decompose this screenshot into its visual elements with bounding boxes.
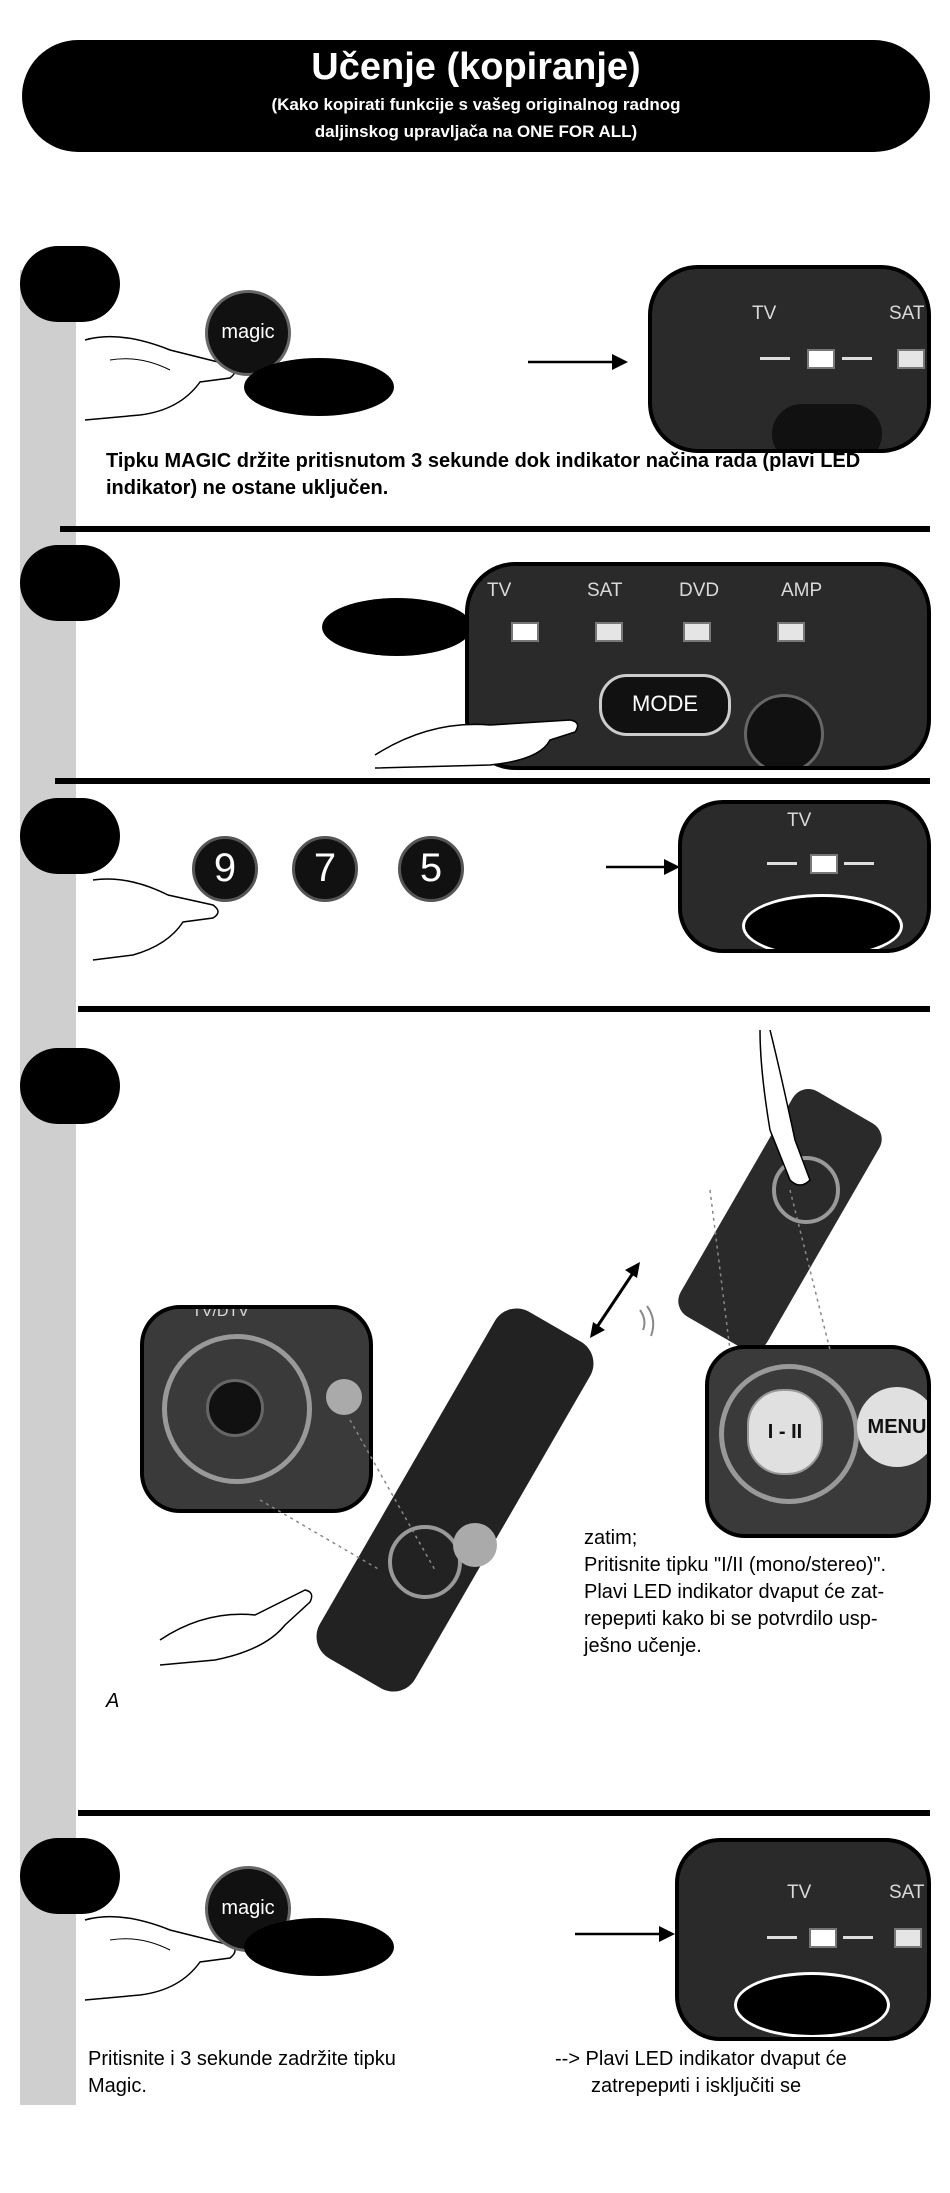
header-banner: Učenje (kopiranje) (Kako kopirati funkci… (22, 40, 930, 152)
led-indicator-lit (809, 1928, 837, 1948)
step5-remote-zoom: TV SAT (675, 1838, 931, 2041)
zoom-left: TV/DTV (140, 1305, 373, 1513)
remote-label-tv: TV (752, 303, 777, 324)
magic-button: magic (205, 290, 291, 376)
remote-label-sat: SAT (889, 1882, 925, 1903)
step1-callout-oval (244, 358, 394, 416)
led-indicator-lit (807, 349, 835, 369)
step4-text-line1: zatim; (584, 1527, 638, 1549)
led-indicator (897, 349, 925, 369)
zoom-connector-lines (259, 1189, 831, 1571)
arrow-right-icon (528, 354, 628, 370)
step-2-badge (20, 545, 120, 621)
tv-dtv-label: TV/DTV (192, 1305, 249, 1320)
step5-callout-oval (244, 1918, 394, 1976)
remote-label-tv: TV (787, 1882, 812, 1903)
step4-text-line2: Pritisnite tipku "I/II (mono/stereo)". (584, 1554, 887, 1576)
magic-button-label: magic (221, 321, 275, 343)
original-remote-illustration (678, 1030, 882, 1351)
menu-button: MENU (857, 1387, 927, 1467)
divider (60, 526, 930, 532)
number-key-7: 7 (292, 836, 358, 902)
remote-label-dvd: DVD (679, 580, 720, 601)
mode-button: MODE (599, 674, 731, 736)
step1-remote-zoom: TV SAT (648, 265, 931, 453)
arrow-right-icon (606, 859, 680, 875)
number-key-5: 5 (398, 836, 464, 902)
led-indicator-lit (810, 854, 838, 874)
remote-label-amp: AMP (781, 580, 823, 601)
led-dvd (683, 622, 711, 642)
divider (55, 778, 930, 784)
magic-button-label: magic (221, 1897, 275, 1919)
step5-callout-oval-2 (734, 1972, 890, 2037)
divider (78, 1006, 930, 1012)
step4-text-line3: Plavi LED indikator dvaput će zat- (584, 1581, 885, 1603)
mono-stereo-button: I - II (747, 1389, 823, 1475)
page-title: Učenje (kopiranje) (311, 46, 641, 88)
step5-left-text: Pritisnite i 3 sekunde zadržite tipku Ma… (88, 2046, 508, 2100)
one-for-all-remote-illustration (316, 1308, 594, 1692)
step4-text-line4: repериti kako bi se potvrdilo usp- (584, 1608, 878, 1630)
tv-dtv-button (206, 1379, 264, 1437)
step-1-badge (20, 246, 120, 322)
hand-press-mode-illustration (374, 719, 579, 769)
hand-press-illustration (92, 878, 219, 961)
hand-press-illustration (84, 1915, 236, 2001)
mode-button-label: MODE (632, 691, 698, 716)
step3-callout-oval (742, 894, 903, 949)
step4-text: zatim; Pritisnite tipku "I/II (mono/ster… (584, 1525, 924, 1660)
page-subtitle-line1: (Kako kopirati funkcije s vašeg original… (271, 95, 681, 114)
power-button (744, 694, 824, 766)
step-4-badge (20, 1048, 120, 1124)
zoom-right: I - II MENU (705, 1345, 931, 1538)
remote-label-tv: TV (487, 580, 512, 601)
step-3-badge (20, 798, 120, 874)
step2-callout-oval (322, 598, 472, 656)
arrow-right-icon (575, 1926, 675, 1942)
led-amp (777, 622, 805, 642)
led-tv (511, 622, 539, 642)
divider (78, 1810, 930, 1816)
step4-text-line5: ješno učenje. (584, 1635, 702, 1657)
step-5-badge (20, 1838, 120, 1914)
step5-left-line1: Pritisnite i 3 sekunde zadržite tipku (88, 2048, 396, 2070)
remote-label-tv: TV (787, 810, 812, 831)
step4-note-letter: A (106, 1690, 120, 1712)
step5-right-line2: zatrepериti i isključiti se (591, 2075, 802, 2097)
hand-press-illustration (159, 1589, 313, 1666)
step2-remote-zoom: TV SAT DVD AMP MODE (465, 562, 931, 770)
step3-remote-zoom: TV (678, 800, 931, 953)
page-subtitle-line2: daljinskog upravljača na ONE FOR ALL) (314, 122, 638, 141)
remote-label-sat: SAT (587, 580, 623, 601)
led-indicator (894, 1928, 922, 1948)
led-sat (595, 622, 623, 642)
step1-instruction: Tipku MAGIC držite pritisnutom 3 sekunde… (106, 450, 861, 499)
step5-right-line1: --> Plavi LED indikator dvaput će (555, 2048, 847, 2070)
step5-left-line2: Magic. (88, 2075, 147, 2097)
step5-right-text: --> Plavi LED indikator dvaput će zatrep… (555, 2046, 935, 2100)
remote-label-sat: SAT (889, 303, 925, 324)
number-key-9: 9 (192, 836, 258, 902)
double-arrow-icon (590, 1262, 655, 1338)
